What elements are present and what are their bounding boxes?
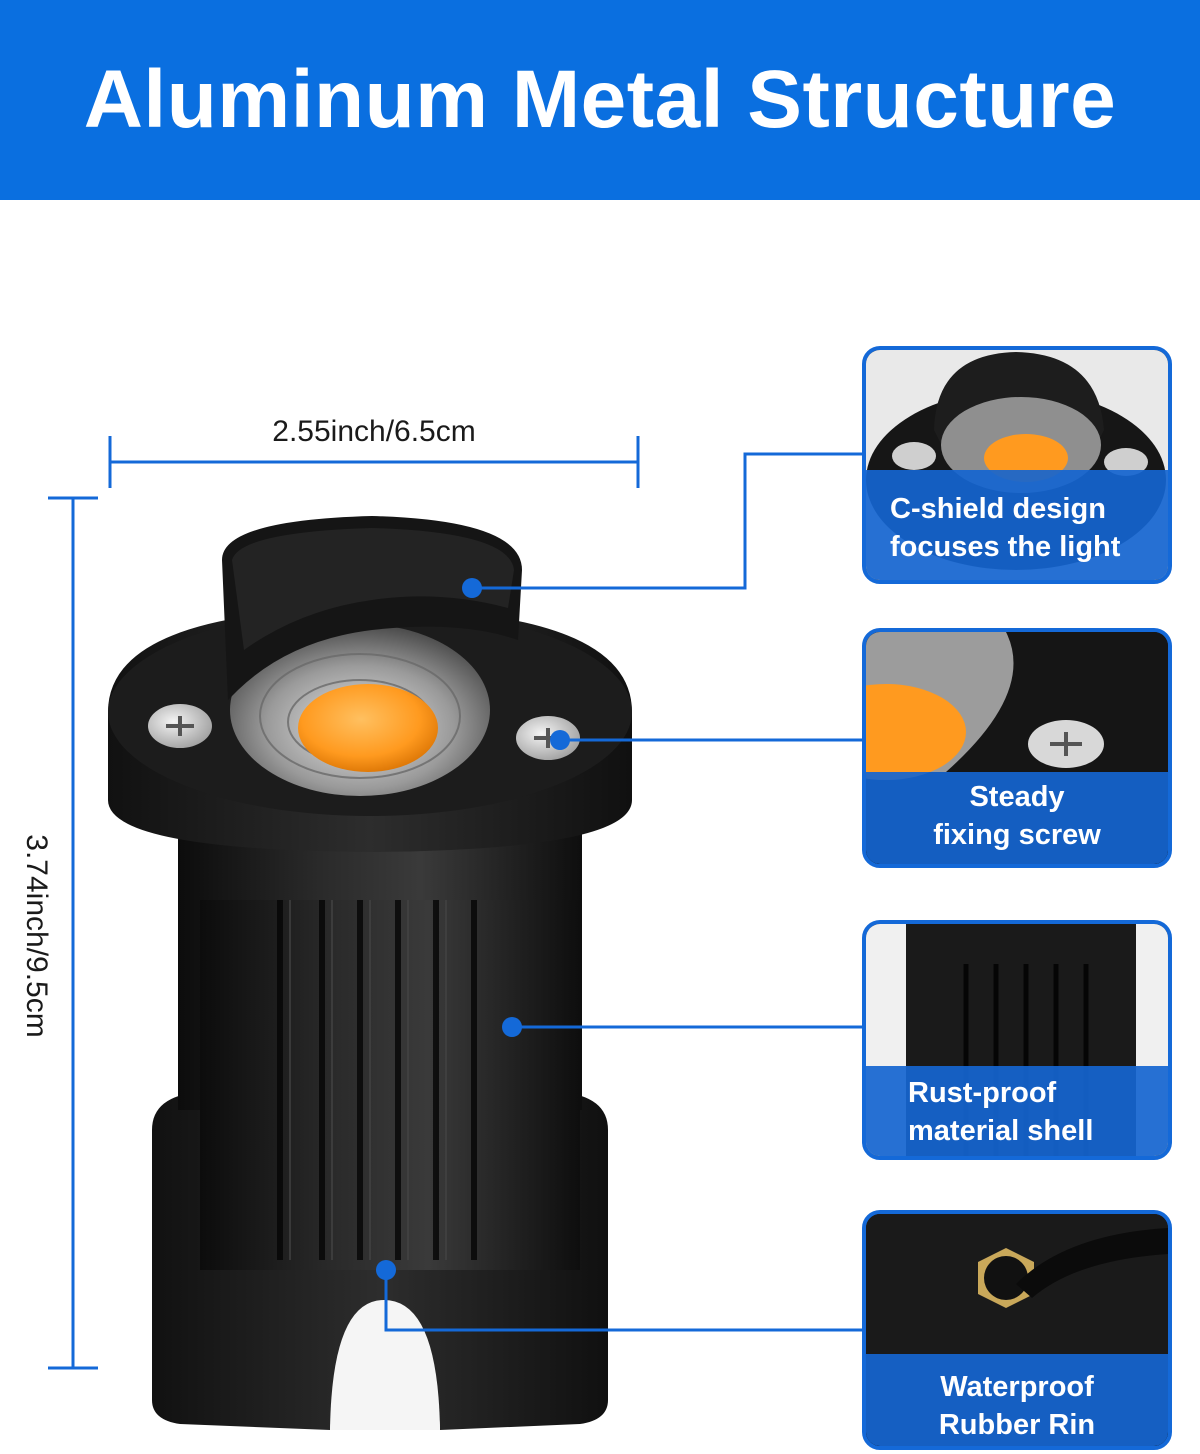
- width-dimension-line: [108, 436, 640, 488]
- feature-label-rubber-ring: Waterproof Rubber Rin: [938, 1371, 1096, 1441]
- shell-closeup-image: [866, 924, 1168, 1156]
- feature-card-c-shield: C-shield design focuses the light: [862, 346, 1172, 584]
- rubber-ring-closeup-image: [866, 1214, 1168, 1446]
- fixing-screw-right: [516, 716, 580, 760]
- c-shield-closeup-image: [866, 350, 1168, 580]
- feature-label-screw: Steady fixing screw: [933, 781, 1101, 851]
- screw-closeup-image: [866, 632, 1168, 864]
- page-title: Aluminum Metal Structure: [83, 54, 1117, 145]
- callout-rubber-ring: [376, 1260, 862, 1332]
- feature-card-rubber-ring: Waterproof Rubber Rin: [862, 1210, 1172, 1450]
- feature-label-c-shield: C-shield design focuses the light: [890, 493, 1121, 563]
- callout-screw: [550, 730, 862, 750]
- callout-c-shield: [462, 452, 862, 598]
- callout-shell: [502, 1017, 862, 1037]
- feature-card-screw: Steady fixing screw: [862, 628, 1172, 868]
- height-dimension-line: [48, 496, 98, 1370]
- height-label: 3.74inch/9.5cm: [20, 834, 53, 1038]
- width-label: 2.55inch/6.5cm: [272, 415, 476, 448]
- lamp-body: [108, 516, 632, 1430]
- feature-card-shell: Rust-proof material shell: [862, 920, 1172, 1160]
- feature-label-shell: Rust-proof material shell: [908, 1077, 1094, 1147]
- fixing-screw-left: [148, 704, 212, 748]
- title-banner: Aluminum Metal Structure: [0, 0, 1200, 200]
